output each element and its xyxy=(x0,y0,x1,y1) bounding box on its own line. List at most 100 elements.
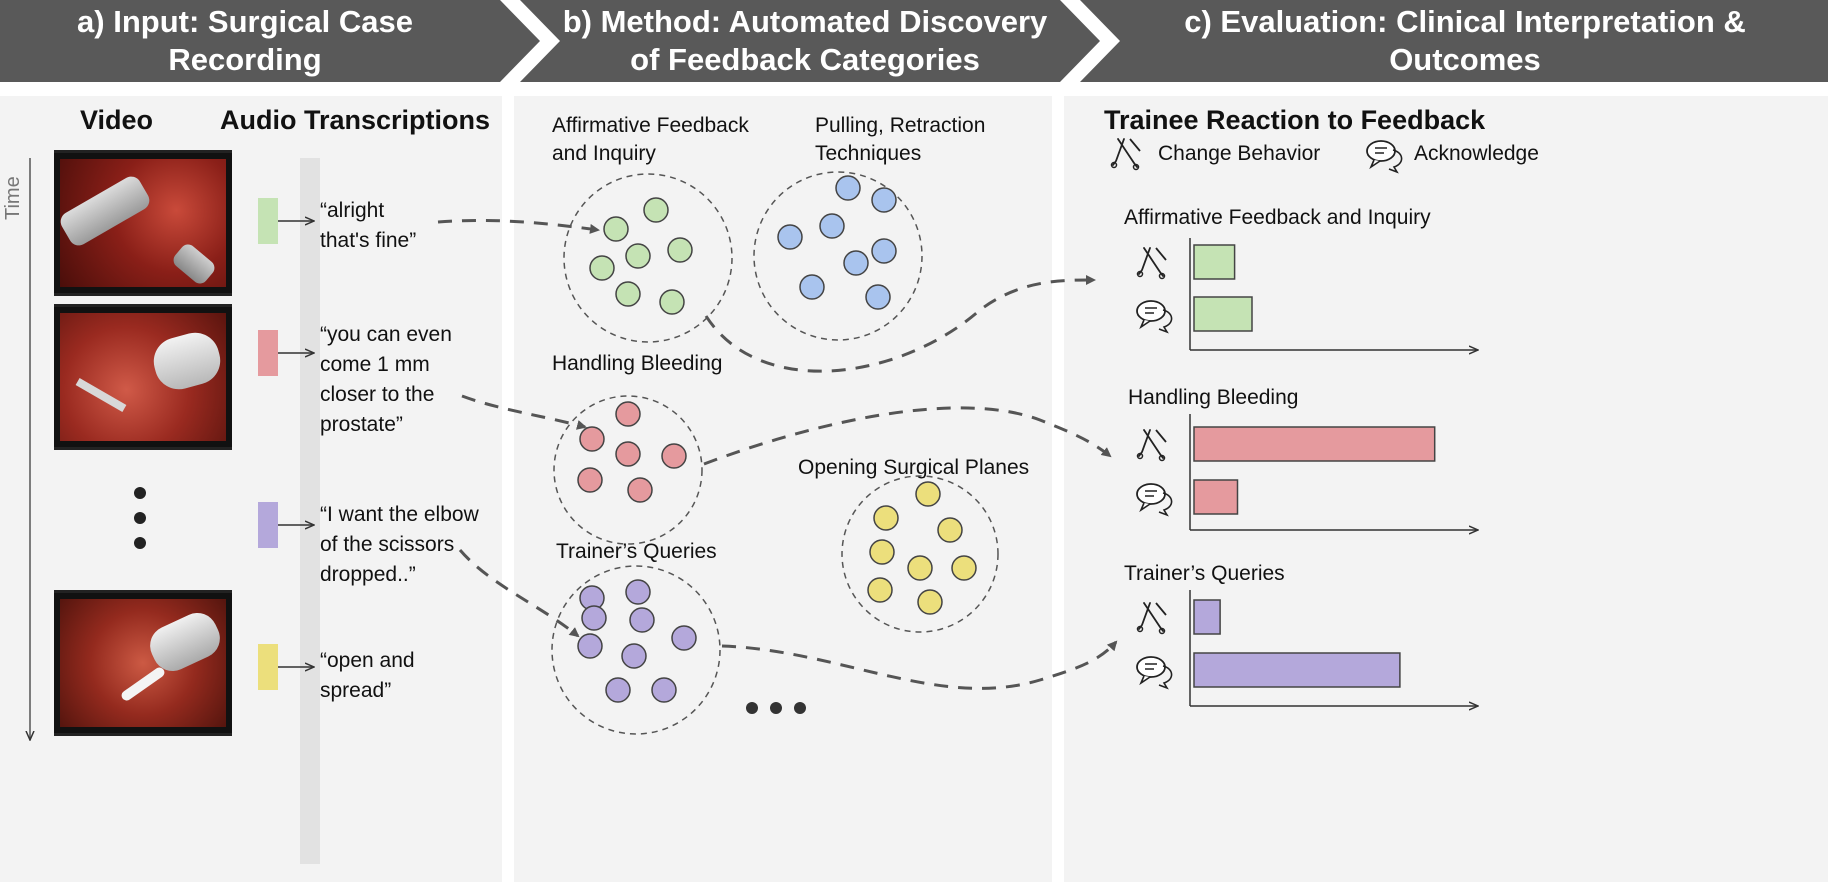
cluster-point xyxy=(625,579,651,605)
cluster-point xyxy=(659,289,685,315)
transcript-text-4: “open and spread” xyxy=(320,649,415,702)
flow-arrow-quote2-to-bleeding xyxy=(461,394,587,430)
cluster-affirmative xyxy=(563,173,733,343)
cluster-point xyxy=(951,555,977,581)
video-frame-3 xyxy=(54,590,232,736)
bar-change-behavior xyxy=(1193,599,1221,635)
cluster-point xyxy=(915,481,941,507)
transcript-tag-4 xyxy=(258,644,278,690)
cluster-label-bleeding: Handling Bleeding xyxy=(552,352,723,375)
cluster-point xyxy=(667,237,693,263)
cluster-point xyxy=(627,477,653,503)
cluster-label-affirmative: Affirmative Feedback and Inquiry xyxy=(552,114,749,165)
bar-chart-1 xyxy=(1136,238,1478,350)
audio-title: Audio Transcriptions xyxy=(220,105,491,135)
transcript-text-1: “alright that's fine” xyxy=(320,199,417,252)
ellipsis-dot xyxy=(134,537,146,549)
ellipsis-dot xyxy=(134,512,146,524)
cluster-point xyxy=(605,677,631,703)
speech-bubbles-icon xyxy=(1366,140,1403,173)
cluster-point xyxy=(777,224,803,250)
cluster-point xyxy=(871,187,897,213)
surgical-tools-icon xyxy=(1136,602,1167,635)
cluster-point xyxy=(867,577,893,603)
header-banner xyxy=(0,0,1828,82)
cluster-point xyxy=(603,216,629,242)
cluster-bleeding-boundary xyxy=(553,395,703,545)
audio-timeline-strip xyxy=(300,158,320,864)
header-a: a) Input: Surgical Case Recording xyxy=(77,4,413,77)
flow-arrow-quote1-to-affirmative xyxy=(437,218,600,234)
cluster-affirmative-boundary xyxy=(563,173,733,343)
cluster-point xyxy=(873,505,899,531)
surgical-tools-icon xyxy=(1136,429,1167,462)
cluster-point xyxy=(579,426,605,452)
speech-bubbles-icon xyxy=(1136,300,1173,333)
bar-chart-3 xyxy=(1136,590,1478,706)
bar-change-behavior xyxy=(1193,426,1436,462)
cluster-point xyxy=(651,677,677,703)
chart-title-bleeding: Handling Bleeding xyxy=(1128,386,1299,409)
cluster-point xyxy=(869,539,895,565)
chart-title-affirmative: Affirmative Feedback and Inquiry xyxy=(1124,206,1431,229)
cluster-point xyxy=(615,401,641,427)
bar-acknowledge xyxy=(1193,296,1253,332)
cluster-pulling-boundary xyxy=(753,171,923,341)
panel-c xyxy=(1064,96,1828,882)
cluster-point xyxy=(671,625,697,651)
cluster-point xyxy=(661,443,687,469)
cluster-point xyxy=(589,255,615,281)
ellipsis-dot xyxy=(746,702,758,714)
video-frame-1 xyxy=(54,150,232,296)
cluster-opening xyxy=(841,475,999,633)
cluster-point xyxy=(625,243,651,269)
cluster-label-pulling: Pulling, Retraction Techniques xyxy=(815,114,986,165)
flow-arrow-quote3-to-queries xyxy=(458,549,580,638)
cluster-point xyxy=(843,250,869,276)
transcript-tag-2 xyxy=(258,330,278,376)
flow-arrow-queries-to-chart xyxy=(721,640,1118,690)
header-c: c) Evaluation: Clinical Interpretation &… xyxy=(1184,4,1746,77)
header-b: b) Method: Automated Discovery of Feedba… xyxy=(562,4,1048,77)
cluster-point xyxy=(577,633,603,659)
transcript-tag-3 xyxy=(258,502,278,548)
cluster-point xyxy=(865,284,891,310)
speech-bubbles-icon xyxy=(1136,656,1173,689)
cluster-point xyxy=(581,605,607,631)
bar-chart-2 xyxy=(1136,414,1478,530)
transcript-text-3: “I want the elbow of the scissors droppe… xyxy=(320,503,479,586)
legend-change-behavior: Change Behavior xyxy=(1158,142,1321,165)
legend-acknowledge: Acknowledge xyxy=(1414,142,1539,165)
bar-change-behavior xyxy=(1193,244,1236,280)
cluster-point xyxy=(835,175,861,201)
transcript-tag-1 xyxy=(258,198,278,244)
cluster-label-opening: Opening Surgical Planes xyxy=(798,456,1030,479)
video-frame-2 xyxy=(54,304,232,450)
cluster-point xyxy=(937,517,963,543)
reaction-title: Trainee Reaction to Feedback xyxy=(1104,105,1486,135)
chart-title-queries: Trainer’s Queries xyxy=(1124,562,1285,585)
cluster-point xyxy=(799,274,825,300)
cluster-point xyxy=(819,213,845,239)
surgical-tools-icon xyxy=(1136,247,1167,280)
cluster-point xyxy=(643,197,669,223)
bar-acknowledge xyxy=(1193,479,1239,515)
cluster-point xyxy=(907,555,933,581)
video-title: Video xyxy=(80,105,154,135)
bar-acknowledge xyxy=(1193,652,1401,688)
cluster-queries-boundary xyxy=(551,565,721,735)
transcript-text-2: “you can even come 1 mm closer to the pr… xyxy=(320,323,452,436)
flow-arrow-affirmative-to-chart xyxy=(704,275,1096,373)
ellipsis-dot xyxy=(794,702,806,714)
cluster-point xyxy=(577,467,603,493)
cluster-point xyxy=(621,643,647,669)
cluster-point xyxy=(629,607,655,633)
cluster-pulling xyxy=(753,171,923,341)
ellipsis-dot xyxy=(770,702,782,714)
speech-bubbles-icon xyxy=(1136,483,1173,516)
ellipsis-dot xyxy=(134,487,146,499)
cluster-queries xyxy=(551,565,721,735)
cluster-point xyxy=(615,281,641,307)
flow-arrow-bleeding-to-chart xyxy=(703,406,1112,466)
